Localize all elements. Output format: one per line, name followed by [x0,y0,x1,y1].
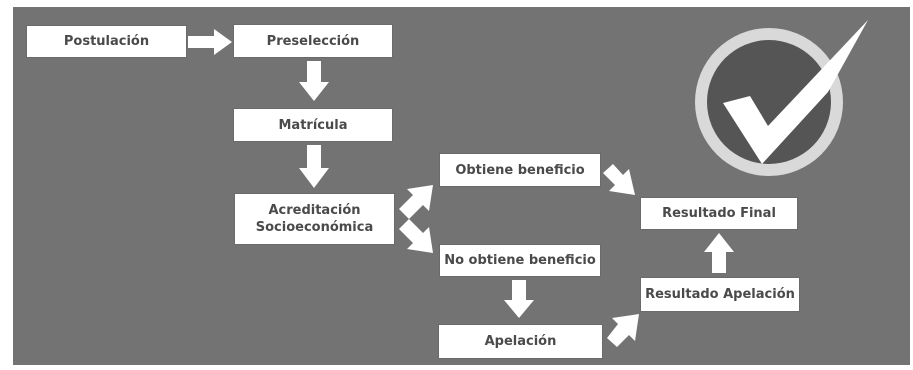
arrow-apelacion-resultado-apelacion [607,314,639,347]
node-no-obtiene-beneficio-label: No obtiene beneficio [444,253,596,268]
arrow-acreditacion-obtiene [399,185,433,219]
node-postulacion-label: Postulación [63,34,150,49]
arrow-acreditacion-no-obtiene [399,219,433,253]
node-resultado-apelacion-label: Resultado Apelación [645,287,795,302]
node-preseleccion: Preselección [233,24,393,58]
node-resultado-apelacion: Resultado Apelación [640,277,800,312]
node-acreditacion: Acreditación Socioeconómica [234,193,395,245]
node-apelacion: Apelación [438,324,603,359]
arrow-preseleccion-matricula [299,61,329,101]
node-apelacion-label: Apelación [484,334,557,349]
node-no-obtiene-beneficio: No obtiene beneficio [439,244,601,277]
node-obtiene-beneficio: Obtiene beneficio [439,153,601,187]
arrow-postulacion-preseleccion [188,29,232,55]
arrow-obtiene-resultado-final [603,164,635,195]
arrow-matricula-acreditacion [299,145,329,188]
arrow-resultado-apelacion-resultado-final [704,233,734,273]
checkmark-badge-icon [695,20,868,176]
node-obtiene-beneficio-label: Obtiene beneficio [455,162,585,178]
node-matricula: Matrícula [233,108,393,142]
node-resultado-final-label: Resultado Final [662,206,776,221]
node-acreditacion-label-line2: Socioeconómica [255,220,374,235]
node-postulacion: Postulación [26,25,187,58]
node-acreditacion-label-line1: Acreditación [268,203,361,218]
node-matricula-label: Matrícula [278,117,348,133]
node-preseleccion-label: Preselección [266,33,360,49]
arrow-no-obtiene-apelacion [504,280,534,318]
node-resultado-final: Resultado Final [640,197,798,230]
